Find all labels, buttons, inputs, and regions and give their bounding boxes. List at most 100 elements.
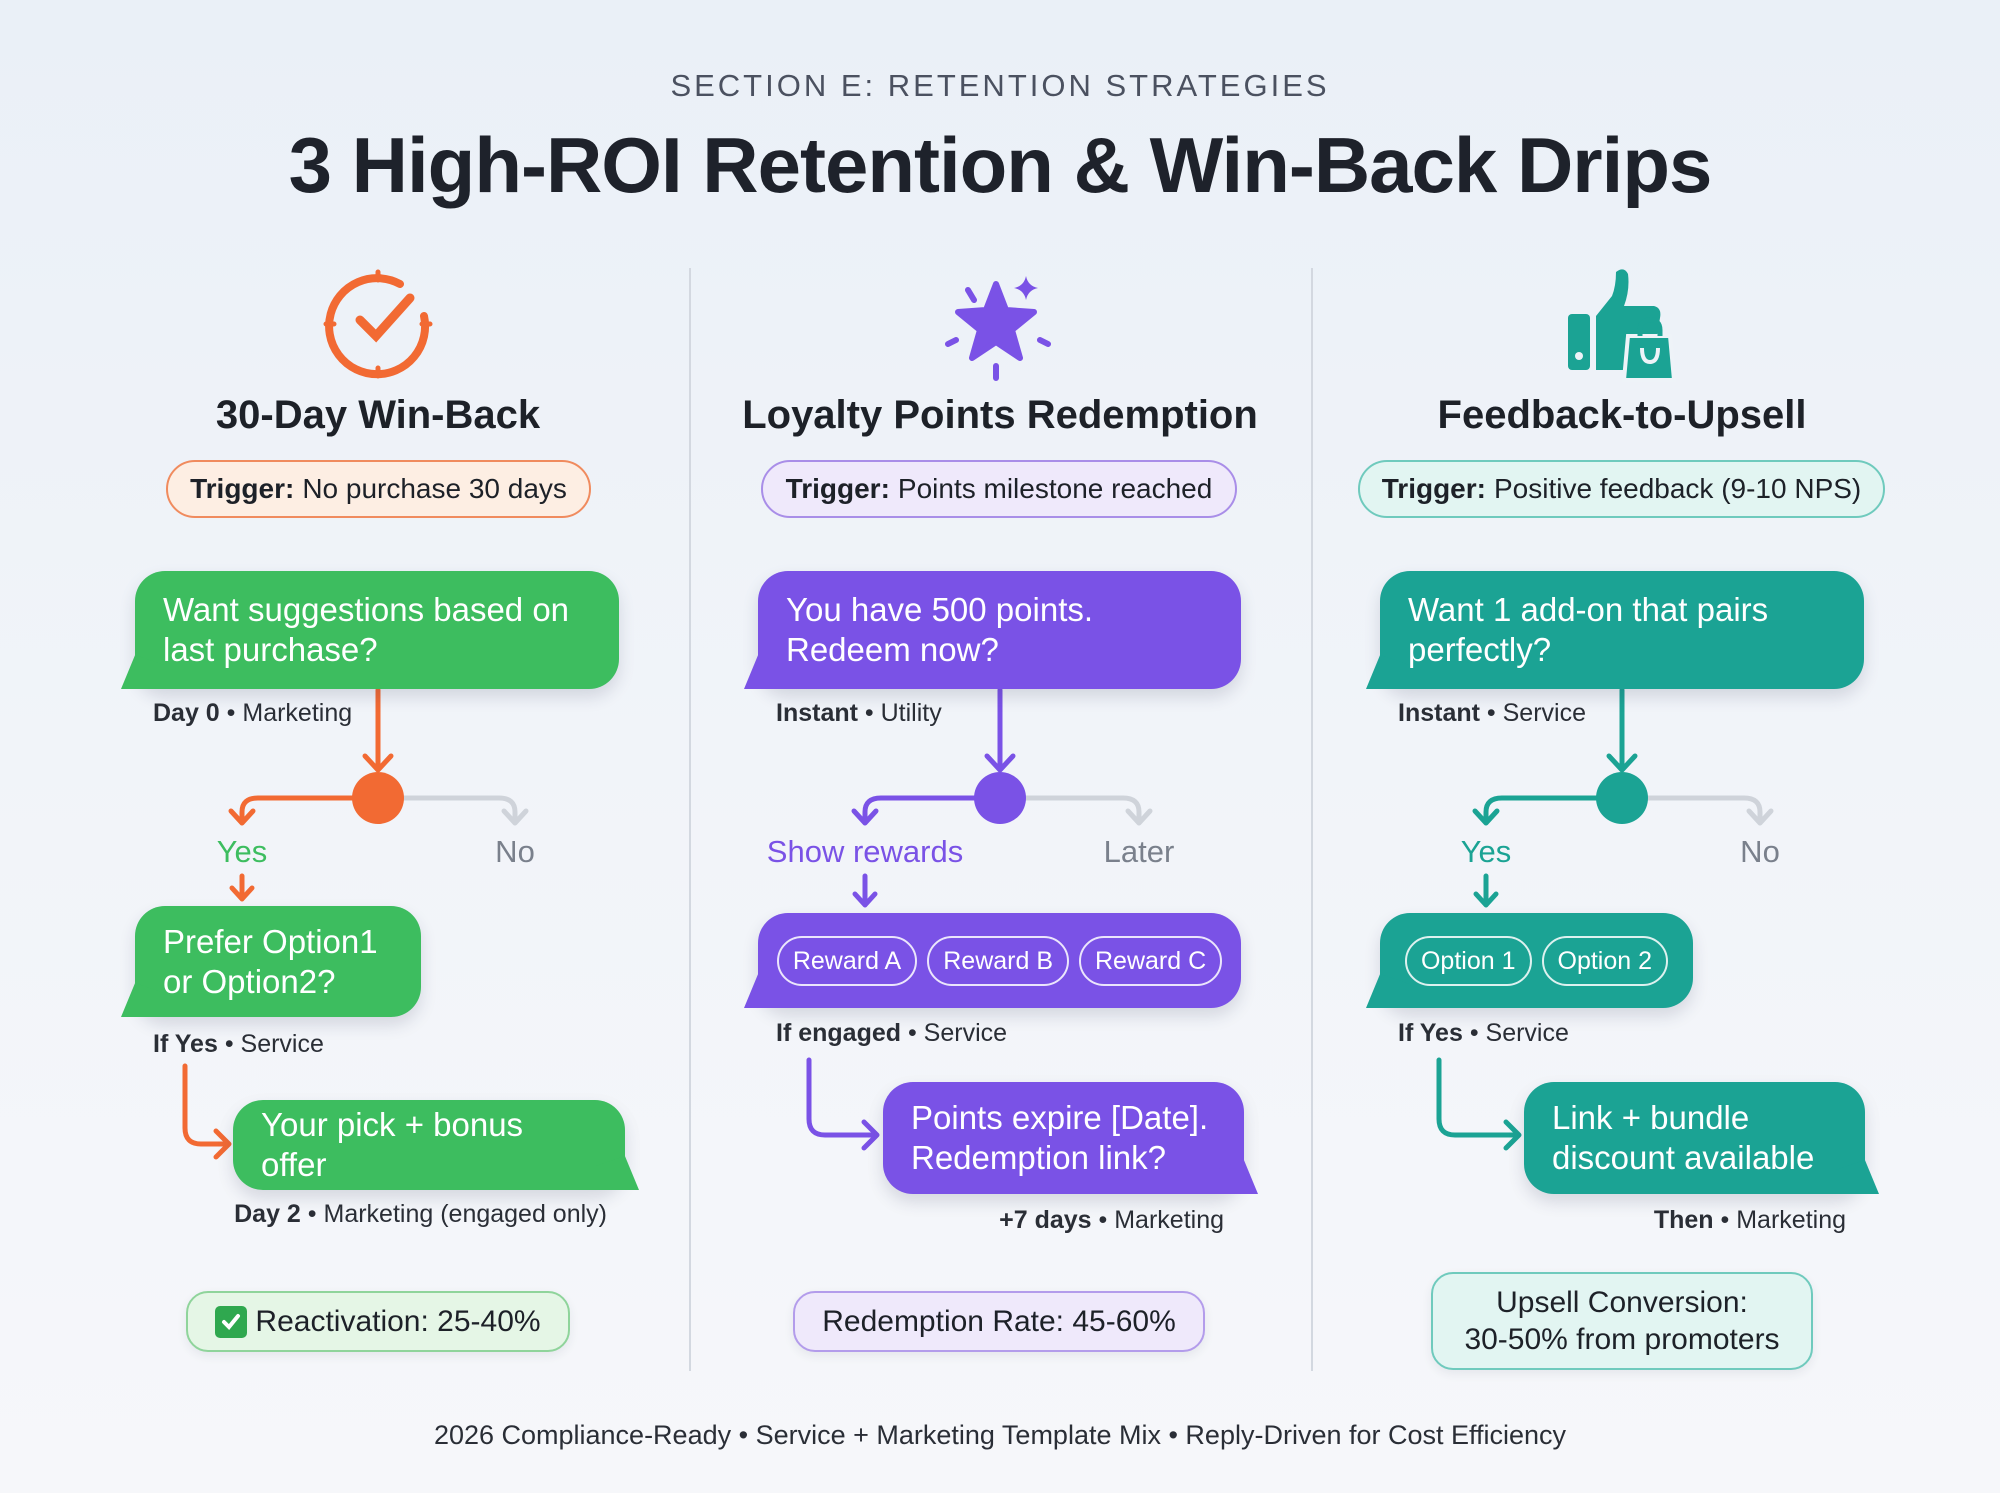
decision-node [352, 772, 404, 824]
arrow-yes-to-step2 [229, 873, 255, 902]
trigger-value: Points milestone reached [897, 473, 1213, 504]
column-divider [1311, 268, 1313, 1371]
result-text: Redemption Rate: 45-60% [822, 1305, 1176, 1338]
arrow-elbow [182, 1063, 232, 1160]
arrow-yes-branch [1472, 795, 1599, 826]
step-type: Utility [880, 699, 942, 727]
arrow-elbow [806, 1057, 880, 1151]
option-2-button[interactable]: Option 2 [1541, 935, 1669, 986]
step-timing: If Yes [153, 1030, 218, 1058]
step-meta: +7 days • Marketing [999, 1206, 1224, 1234]
message-text: Points expire [Date]. Redemption link? [911, 1099, 1209, 1176]
step-timing: Instant [1398, 699, 1480, 727]
decision-node [974, 772, 1026, 824]
arrow-elbow [1436, 1057, 1522, 1151]
trigger-pill: Trigger:Positive feedback (9-10 NPS) [1358, 460, 1885, 518]
step-type: Service [1502, 699, 1586, 727]
trigger-label: Trigger: [190, 473, 295, 504]
message-bubble-step1: Want suggestions based on last purchase? [135, 571, 619, 689]
footer-note: 2026 Compliance-Ready • Service + Market… [433, 1420, 1567, 1450]
reward-option-c[interactable]: Reward C [1079, 935, 1223, 986]
arrow-down [1606, 687, 1638, 773]
result-text: 30-50% from promoters [1464, 1323, 1780, 1356]
reward-options: Reward A Reward B Reward C [776, 935, 1223, 986]
decision-node [1596, 772, 1648, 824]
message-text: Want suggestions based on last purchase? [163, 591, 570, 668]
branch-yes-label: Yes [216, 834, 268, 869]
result-badge: Reactivation: 25-40% [186, 1291, 570, 1352]
arrow-down [984, 687, 1016, 773]
trigger-value: Positive feedback (9-10 NPS) [1493, 473, 1862, 504]
trigger-label: Trigger: [1381, 473, 1486, 504]
column-title: Loyalty Points Redemption [742, 393, 1258, 437]
arrow-yes-branch [851, 795, 977, 826]
step-type: Service [240, 1030, 324, 1058]
star-sparkle-icon [945, 276, 1051, 381]
step-meta: Day 2 • Marketing (engaged only) [234, 1200, 608, 1228]
clock-check-icon [323, 269, 433, 379]
step-timing: Instant [776, 699, 858, 727]
arrow-no-branch [1023, 795, 1153, 826]
step-timing: If engaged [776, 1019, 902, 1047]
option-buttons: Option 1 Option 2 [1398, 935, 1675, 986]
step-type: Marketing [1114, 1206, 1224, 1234]
step-type: Marketing (engaged only) [323, 1200, 608, 1228]
arrow-no-branch [1645, 795, 1774, 826]
result-text: Reactivation: 25-40% [255, 1305, 541, 1338]
section-label: SECTION E: RETENTION STRATEGIES [670, 68, 1330, 103]
step-meta: If engaged • Service [776, 1019, 1008, 1047]
message-bubble-step3: Your pick + bonus offer [233, 1100, 625, 1190]
arrow-down [362, 687, 394, 773]
message-bubble-step2: Option 1 Option 2 [1380, 913, 1693, 1008]
column-title: Feedback-to-Upsell [1437, 393, 1807, 437]
message-bubble-step2: Prefer Option1 or Option2? [135, 906, 421, 1017]
arrow-yes-branch [228, 795, 355, 826]
reward-option-a[interactable]: Reward A [776, 935, 918, 986]
trigger-pill: Trigger:No purchase 30 days [166, 460, 591, 518]
branch-no-label: Later [1103, 834, 1175, 869]
step-meta: Instant • Service [1398, 699, 1586, 727]
step-timing: Then [1653, 1206, 1714, 1234]
step-type: Service [923, 1019, 1008, 1047]
step-timing: If Yes [1398, 1019, 1463, 1047]
message-text: Want 1 add-on that pairs perfectly? [1408, 591, 1769, 668]
step-meta: Instant • Utility [776, 699, 942, 727]
message-bubble-step3: Points expire [Date]. Redemption link? [883, 1082, 1244, 1194]
branch-no-label: No [495, 834, 535, 869]
option-1-button[interactable]: Option 1 [1404, 935, 1532, 986]
column-divider [689, 268, 691, 1371]
trigger-label: Trigger: [785, 473, 890, 504]
step-meta: If Yes • Service [153, 1030, 324, 1058]
step-timing: +7 days [999, 1206, 1092, 1234]
step-type: Service [1485, 1019, 1569, 1047]
message-text: Prefer Option1 or Option2? [163, 922, 378, 1000]
step-type: Marketing [242, 699, 353, 727]
message-text: Your pick + bonus offer [261, 1106, 524, 1183]
result-badge: Redemption Rate: 45-60% [793, 1291, 1205, 1352]
message-bubble-step2: Reward A Reward B Reward C [758, 913, 1241, 1008]
step-meta: Day 0 • Marketing [153, 699, 353, 727]
result-text: Upsell Conversion: [1496, 1286, 1748, 1319]
arrow-yes-to-step2 [852, 873, 878, 908]
reward-option-b[interactable]: Reward B [927, 935, 1069, 986]
step-type: Marketing [1736, 1206, 1846, 1234]
step-meta: Then • Marketing [1653, 1206, 1846, 1234]
arrow-yes-to-step2 [1473, 873, 1499, 908]
message-bubble-step1: Want 1 add-on that pairs perfectly? [1380, 571, 1864, 689]
message-text: You have 500 points. Redeem now? [786, 591, 1094, 668]
arrow-no-branch [401, 795, 529, 826]
branch-no-label: No [1740, 834, 1780, 869]
message-bubble-step3: Link + bundle discount available [1524, 1082, 1865, 1194]
result-badge: Upsell Conversion: 30-50% from promoters [1431, 1272, 1813, 1370]
step-meta: If Yes • Service [1398, 1019, 1569, 1047]
branch-yes-label: Show rewards [766, 834, 964, 869]
trigger-value: No purchase 30 days [302, 473, 567, 504]
check-icon [215, 1305, 248, 1338]
message-text: Link + bundle discount available [1552, 1099, 1815, 1176]
column-title: 30-Day Win-Back [215, 393, 541, 437]
message-bubble-step1: You have 500 points. Redeem now? [758, 571, 1241, 689]
step-timing: Day 2 [234, 1200, 301, 1228]
page-title: 3 High-ROI Retention & Win-Back Drips [288, 121, 1713, 209]
step-timing: Day 0 [153, 699, 220, 727]
